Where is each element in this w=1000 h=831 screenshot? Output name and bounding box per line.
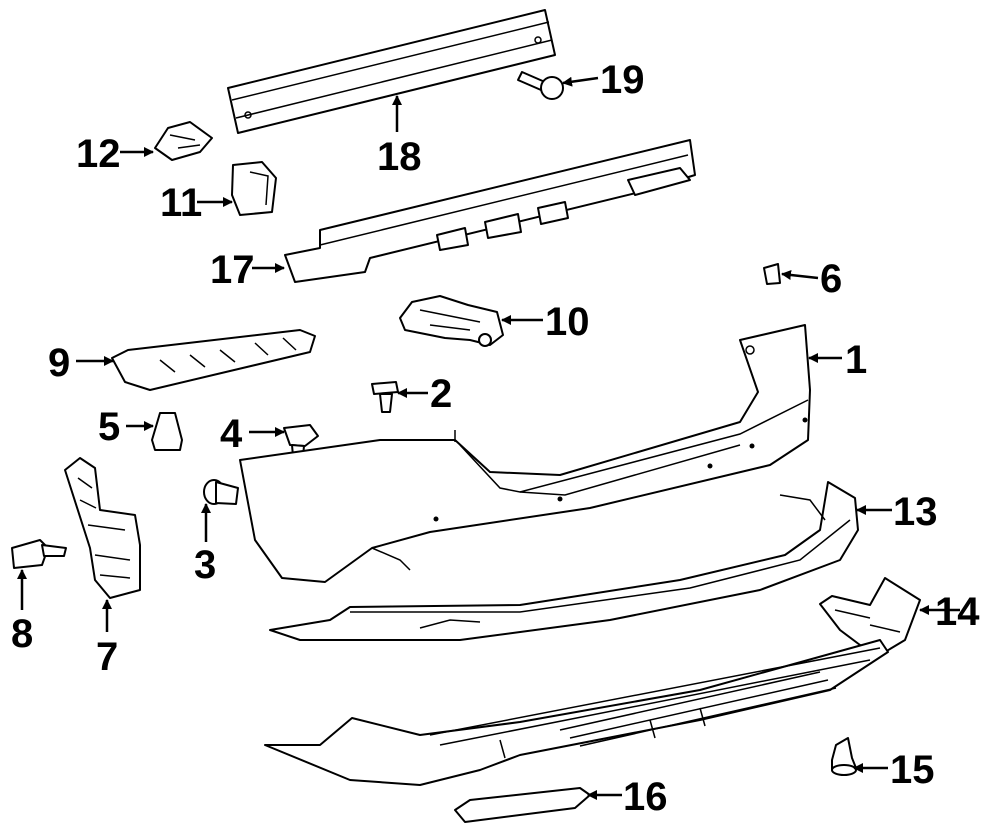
part-10-bracket: [399, 295, 504, 347]
callout-15: 15: [890, 748, 935, 792]
part-12-bracket: [154, 121, 213, 161]
part-16-reflector: [454, 787, 591, 823]
callout-10: 10: [545, 300, 590, 344]
part-15-clip: [831, 737, 857, 776]
callout-13: 13: [893, 490, 938, 534]
part-3-nut: [203, 479, 239, 505]
part-18-reinforcement: [227, 9, 556, 134]
callout-1: 1: [845, 338, 867, 382]
callout-18: 18: [377, 135, 422, 179]
lower-diffuser: [264, 639, 889, 786]
callout-7: 7: [96, 635, 118, 679]
leader-lines: [17, 76, 960, 800]
callout-14: 14: [935, 590, 980, 634]
part-5-clip: [151, 412, 183, 451]
part-14-bracket: [819, 577, 921, 656]
part-7-bracket: [64, 457, 141, 599]
part-2-pin: [371, 381, 399, 413]
callout-3: 3: [194, 543, 216, 587]
part-11-retainer: [231, 161, 277, 216]
callout-2: 2: [430, 372, 452, 416]
part-6-clip: [763, 263, 781, 285]
callout-9: 9: [48, 341, 70, 385]
part-1-bumper-cover: [239, 324, 811, 583]
part-8-clip: [11, 539, 67, 569]
callout-17: 17: [210, 248, 255, 292]
part-19-bolt: [517, 71, 564, 100]
callout-16: 16: [623, 775, 668, 819]
callout-5: 5: [98, 405, 120, 449]
part-9-bracket: [111, 329, 316, 391]
callout-6: 6: [820, 257, 842, 301]
callout-11: 11: [160, 181, 202, 225]
callout-4: 4: [220, 412, 243, 456]
callout-8: 8: [11, 612, 33, 656]
part-13-lower-cover: [269, 481, 859, 641]
part-17-absorber: [284, 139, 696, 283]
callout-numbers: 19 18 12 11 17 6 10 9 1 2 5 4 3 13 8 7 1…: [11, 58, 980, 819]
callout-12: 12: [76, 132, 121, 176]
callout-19: 19: [600, 58, 645, 102]
